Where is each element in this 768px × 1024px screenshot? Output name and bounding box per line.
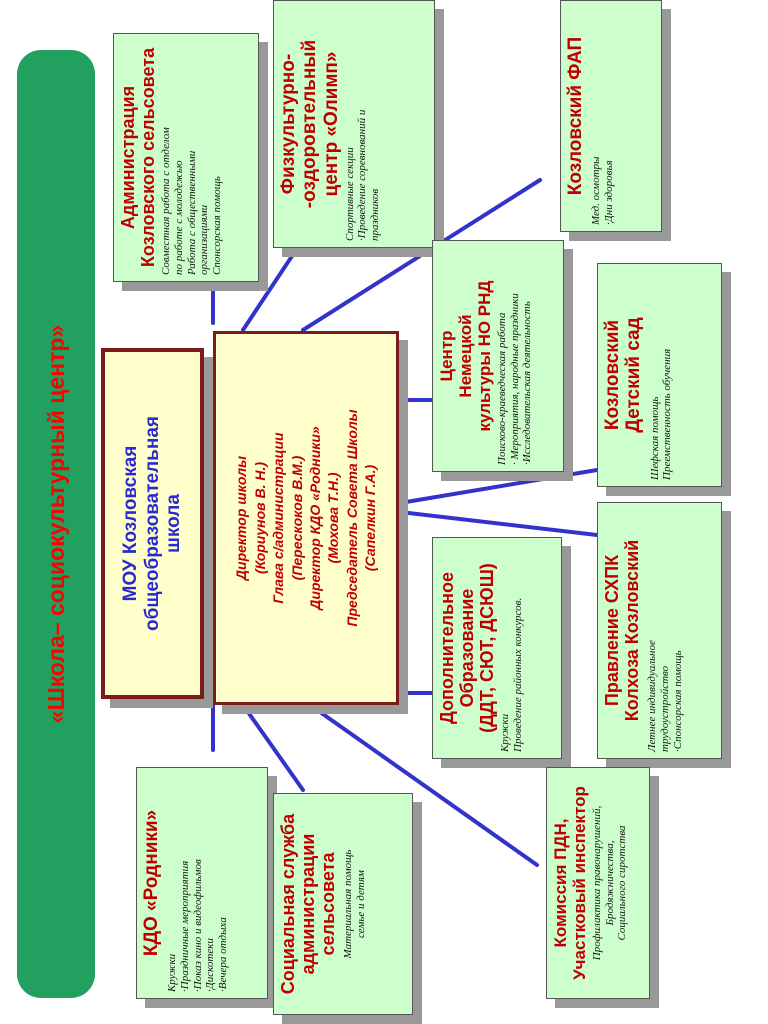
olimp-title-1: Физкультурно- <box>278 53 299 195</box>
director-line: (Мохова Т.Н.) <box>325 472 342 564</box>
extra-ed-title-1: Дополнительное <box>437 571 457 725</box>
school-box: МОУ Козловская общеобразовательная школа <box>101 348 204 699</box>
connector-kolkhoz <box>398 510 599 537</box>
connector-fap <box>301 178 542 332</box>
social-title-2: администрации <box>298 833 319 975</box>
director-line: Директор школы <box>233 455 250 581</box>
school-name-1: МОУ Козловская <box>119 445 141 602</box>
admin-item: Спонсорская помощь <box>210 176 223 275</box>
extra-ed-title-2: Образование <box>457 588 478 708</box>
social-title-3: сельсовета <box>318 852 339 956</box>
german-item: ·Исследовательская деятельность <box>521 301 534 465</box>
kindergarten-item: Шефская помощь <box>648 396 661 480</box>
director-line: Глава с/администрации <box>270 432 287 604</box>
olimp-title-3: центр «Олимп» <box>320 51 342 197</box>
director-line: Председатель Совета Школы <box>343 409 360 627</box>
social-item: Материальная помощь <box>342 849 355 959</box>
kdo-title: КДО «Родники» <box>141 809 162 957</box>
director-line: Директор КДО «Родники» <box>307 426 323 610</box>
admin-title-2: Козловского сельсовета <box>138 47 159 268</box>
kindergarten-title-1: Козловский <box>602 319 623 431</box>
german-item: · Мероприятия, народные праздники <box>508 293 521 465</box>
school-name-3: школа <box>163 494 185 553</box>
connector-kindergarten <box>398 468 599 505</box>
kolkhoz-item: Летнее индивидуальное <box>646 640 659 752</box>
german-title-3: культуры НО РНД <box>475 280 495 432</box>
kolkhoz-title-1: Правление СХПК <box>602 554 622 707</box>
connector-pdn <box>301 698 539 867</box>
connector-social <box>241 703 305 792</box>
kdo-rodniki-box: КДО «Родники» Кружки ·Праздничные меропр… <box>136 767 268 999</box>
kolkhoz-item: трудоустройство <box>658 665 671 752</box>
kindergarten-title-2: Детский сад <box>623 317 645 433</box>
social-title-1: Социальная служба <box>278 813 298 995</box>
kolkhoz-title-2: Колхоза Козловский <box>622 539 643 722</box>
admin-item: по работе с молодежью <box>172 160 185 275</box>
pdn-title-2: Участковый инспектор <box>570 786 590 980</box>
olimp-item: ·Проведение соревнований и <box>356 109 369 241</box>
connector-olimp <box>241 242 302 332</box>
school-name-2: общеобразовательная <box>141 416 163 632</box>
admin-item: организациями <box>198 204 211 275</box>
fap-item: ·Дни здоровья <box>602 160 615 225</box>
kindergarten-item: Преемственность обучения <box>661 348 674 480</box>
kdo-item: ·Показ кино и видеофильмов <box>191 859 204 992</box>
kdo-item: ·Праздничные мероприятия <box>178 860 191 992</box>
extra-ed-item: Кружки <box>499 713 512 752</box>
pdn-commission-box: Комиссия ПДН,Участковый инспектор Профил… <box>546 767 650 999</box>
kdo-item: ·Дискотеки <box>204 938 217 992</box>
kdo-item: ·Вечера отдыха <box>216 917 229 992</box>
olimp-title-2: -оздоровтельный <box>299 39 321 209</box>
director-line: (Кориунов В. Н.) <box>251 461 268 575</box>
olimp-item: Спортивные секции <box>343 147 356 241</box>
director-box: Директор школы (Кориунов В. Н.) Глава с/… <box>213 331 399 705</box>
extra-ed-item: Проведение районных конкурсов. <box>512 597 525 752</box>
admin-item: Работа с общественными <box>185 150 198 275</box>
admin-item: Совместная работа с отделом <box>160 127 173 275</box>
extra-ed-title-3: (ДДТ, СЮТ, ДСЮШ) <box>477 563 498 733</box>
director-line: (Перескоков В.М.) <box>288 455 305 581</box>
fap-box: Козловский ФАП Мед. осмотры ·Дни здоровь… <box>560 0 662 232</box>
olimp-item: праздников <box>369 188 382 241</box>
director-line: (Сапелкин Г.А.) <box>362 464 379 572</box>
pdn-title-1: Комиссия ПДН, <box>551 818 570 948</box>
admin-title-1: Администрация <box>118 85 138 230</box>
german-title-2: Немецкой <box>456 314 476 398</box>
title-banner: «Школа– социокультурный центр» <box>17 50 95 998</box>
pdn-item: Бродяжничества, <box>603 840 616 926</box>
pdn-item: Социального сиротства <box>616 825 629 941</box>
social-item: семье и детям <box>355 870 368 938</box>
pdn-item: Профилактика правонарушений, <box>591 805 604 961</box>
fap-item: Мед. осмотры <box>590 156 603 225</box>
banner-title: «Школа– социокультурный центр» <box>42 324 69 724</box>
kdo-item: Кружки <box>166 953 179 992</box>
fap-title: Козловский ФАП <box>565 36 586 196</box>
kolkhoz-item: ·Спонсорская помощь <box>671 650 684 752</box>
german-title-1: Центр <box>437 330 456 382</box>
german-item: Поисково-краеведческая работа <box>496 312 509 465</box>
